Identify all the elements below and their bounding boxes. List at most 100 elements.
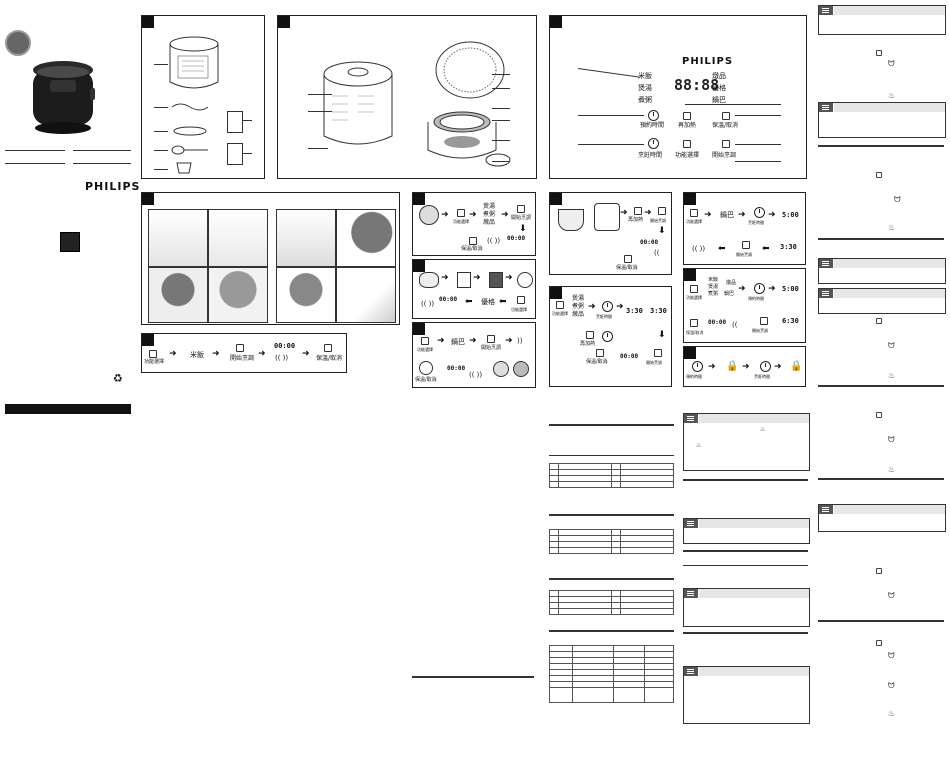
flow-sound-icon: (( )) (275, 354, 289, 362)
spec-table-2 (549, 529, 674, 554)
crust-func-label: 功能選擇 (417, 347, 433, 352)
measuring-cup-drawing (176, 162, 192, 174)
preset-menu-2: 煮粥 (572, 303, 585, 310)
start-button-label: 開始烹調 (712, 152, 737, 159)
right-note-1 (818, 5, 946, 35)
preset-keep-warm-label: 保溫/取消 (586, 359, 608, 365)
flow-func-icon (149, 350, 157, 358)
note-box-2 (683, 518, 810, 544)
cook-time-button-label: 烹飪時間 (638, 152, 663, 159)
preset-cook-time-label: 烹飪時間 (596, 314, 612, 319)
step-photo-3 (276, 209, 336, 267)
presetmenu-func-label: 功能選擇 (686, 295, 702, 300)
soup-time: 00:00 (507, 235, 526, 242)
soup-menu-1: 煲湯 (483, 203, 496, 210)
step-photo-4 (336, 209, 396, 267)
presetmenu-3: 煮粥 (708, 291, 719, 297)
panel-b-parts (277, 15, 537, 179)
preset-button-label: 預約時間 (640, 122, 665, 129)
spec-table-4 (549, 645, 674, 703)
cook-time-clock-icon (648, 138, 659, 149)
presetmenu-1: 米飯 (708, 277, 719, 283)
flow-panel-preset-menu: 功能選擇 米飯 煲湯 煮粥 鍋巴 燉品 ➜ 預約時間 ➜ 5:00 保溫/取消 … (683, 268, 806, 343)
preset-menu-1: 煲湯 (572, 295, 585, 302)
flow-start-label: 開始烹調 (230, 355, 255, 362)
preset-time-c: 00:00 (620, 353, 639, 360)
lock-preset-label: 預約時間 (686, 374, 702, 379)
preset-time-b: 3:30 (650, 307, 667, 315)
yogurt-time: 00:00 (439, 296, 458, 303)
keep-warm-icon (722, 112, 730, 120)
display-digits: 88:88 (674, 76, 720, 94)
keep-warm-button-label: 保溫/取消 (712, 122, 739, 129)
right-note-5 (818, 504, 946, 532)
spatula-drawing (171, 145, 208, 155)
reheat-start-label: 開始烹調 (650, 218, 666, 223)
flow-rice-label: 米飯 (190, 351, 204, 359)
preset-func-label: 功能選擇 (552, 311, 568, 316)
cover-bottom-bar (5, 404, 131, 414)
flow-start-icon (236, 344, 244, 352)
steam-basket-drawing (173, 126, 207, 136)
note-box-4 (683, 666, 810, 724)
crust-time: 00:00 (447, 365, 466, 372)
cooktime-start-label: 開始烹調 (736, 252, 752, 257)
flow-panel-preset: 功能選擇 煲湯 煮粥 燉品 ➜ 烹飪時間 ➜ 3:30 3:30 再加熱 ⬇ 保… (549, 286, 672, 387)
reheat-label: 再加熱 (628, 217, 644, 223)
cooktime-crust-label: 鍋巴 (720, 211, 734, 219)
func-select-icon (683, 140, 691, 148)
cooker-front-drawing (323, 61, 393, 145)
yogurt-label: 優格 (481, 298, 495, 306)
panel-e-rice-flow: 功能選擇 ➜ 米飯 ➜ 開始烹調 ➜ 00:00 (( )) ➜ 保溫/取消 (141, 333, 347, 373)
soup-menu-2: 煮粥 (483, 211, 496, 218)
crust-label: 鍋巴 (451, 338, 465, 346)
right-note-3 (818, 258, 946, 284)
cooktime-time-b: 3:30 (780, 243, 797, 251)
flow-keep-warm-icon (324, 344, 332, 352)
product-badge (5, 30, 31, 56)
display-menu-right-2: 優格 (712, 84, 726, 92)
soup-menu-3: 燉品 (483, 219, 496, 226)
step-photo-8 (336, 267, 396, 323)
spec-table-3 (549, 590, 674, 615)
reheat-icon (683, 112, 691, 120)
cooktime-time: 5:00 (782, 211, 799, 219)
crust-start-label: 開始烹調 (481, 345, 502, 351)
flow-func-label: 功能選擇 (144, 359, 165, 365)
presetmenu-start-label: 開始烹調 (752, 328, 768, 333)
start-icon (722, 140, 730, 148)
presetmenu-extra: 燉品 (726, 280, 737, 286)
soup-keep-warm-label: 保溫/取消 (461, 246, 483, 252)
panel-d-preparation-steps (141, 192, 400, 325)
step-photo-2 (208, 209, 268, 267)
presetmenu-time-c: 6:30 (782, 317, 799, 325)
manual-booklet-2 (227, 143, 243, 165)
presetmenu-2: 煲湯 (708, 284, 719, 290)
preset-clock-icon (648, 110, 659, 121)
reheat-time: 00:00 (640, 239, 659, 246)
flow-time: 00:00 (274, 342, 296, 350)
reheat-button-label: 再加熱 (678, 122, 697, 129)
soup-start-label: 開始烹調 (511, 215, 532, 221)
cooker-open-drawing (427, 41, 511, 167)
recycle-icon: ♻ (113, 372, 123, 385)
right-note-4 (818, 288, 946, 314)
note-box-1: ♨ ♨ (683, 413, 810, 471)
flow-panel-yogurt: ➜ ➜ ➜ (( )) 00:00 ⬅ 優格 ⬅ 功能選擇 (412, 259, 536, 319)
step-photo-6 (208, 267, 268, 323)
preset-start-label: 開始烹調 (646, 360, 662, 365)
preset-reheat-label: 再加熱 (580, 341, 596, 347)
power-cord-drawing (171, 103, 209, 111)
display-menu-right-3: 鍋巴 (712, 96, 726, 104)
presetmenu-preset-label: 預約時間 (748, 296, 764, 301)
note-box-3 (683, 588, 810, 627)
presetmenu-time-b: 00:00 (708, 319, 727, 326)
brand-logo: PHILIPS (85, 180, 141, 193)
preset-time-a: 3:30 (626, 307, 643, 315)
lock-cook-time-label: 烹飪時間 (754, 374, 770, 379)
presetmenu-keep-warm-label: 保溫/取消 (686, 330, 704, 335)
right-note-2 (818, 102, 946, 138)
crust-keep-warm-label: 保溫/取消 (415, 377, 437, 383)
manual-booklet-1 (227, 111, 243, 133)
presetmenu-time: 5:00 (782, 285, 799, 293)
